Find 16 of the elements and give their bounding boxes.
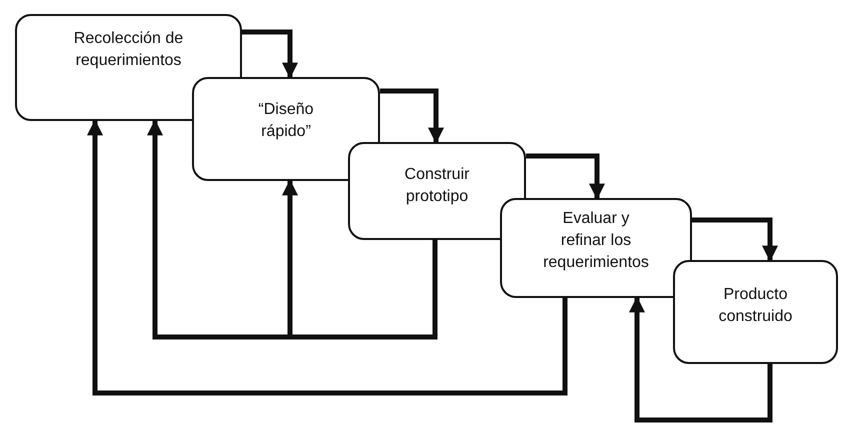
box-label: Recolección de requerimientos [72, 29, 184, 71]
arrow [526, 154, 605, 200]
process-box [15, 14, 242, 121]
process-box [500, 198, 692, 298]
box-label: Construir prototipo [404, 165, 470, 207]
arrow [242, 30, 298, 79]
arrow [692, 218, 778, 262]
box-label: Producto construido [718, 285, 794, 327]
arrow [629, 296, 772, 422]
box-label: “Diseño rápido” [257, 100, 315, 142]
process-box [192, 77, 380, 181]
process-box [348, 142, 526, 240]
arrow [380, 88, 444, 144]
process-box [673, 260, 838, 364]
arrow [87, 119, 568, 396]
box-label: Evaluar y refinar los requerimientos [542, 209, 650, 273]
